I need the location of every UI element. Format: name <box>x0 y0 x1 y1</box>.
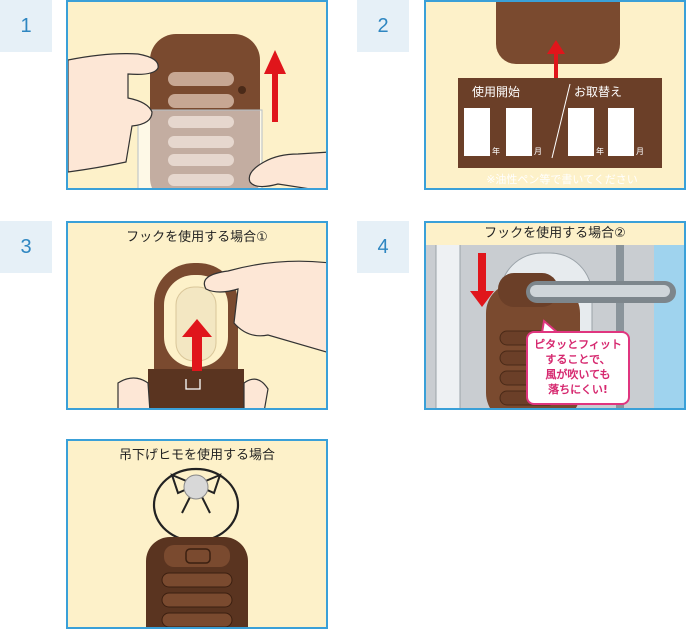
illustration-hanging-string <box>146 467 248 627</box>
marker-note: ※油性ペン等で書いてください <box>486 173 638 186</box>
year-label-1: 年 <box>492 147 500 156</box>
panel-step-1 <box>66 0 328 190</box>
bubble-line-3: 風が吹いても <box>545 368 611 381</box>
speech-bubble: ピタッとフィット することで、 風が吹いても 落ちにくい! <box>526 331 630 405</box>
illustration-hook-extend <box>117 260 326 408</box>
step-number-2: 2 <box>357 0 409 52</box>
illustration-date-label <box>458 2 662 168</box>
label-start-date: 使用開始 <box>472 85 521 99</box>
step-3-title: フックを使用する場合① <box>126 230 268 245</box>
panel-step-4: フックを使用する場合② ピタッとフィット することで、 風が吹いても 落ちにくい… <box>424 221 686 410</box>
step-4-title: フックを使用する場合② <box>426 223 684 245</box>
month-label-2: 月 <box>636 147 644 156</box>
illustration-insert-device <box>68 34 326 188</box>
panel-step-3: フックを使用する場合① <box>66 221 328 410</box>
step-number-1: 1 <box>0 0 52 52</box>
panel-hanging-string: 吊下げヒモを使用する場合 <box>66 439 328 629</box>
panel-step-2: 使用開始 お取替え 年 月 年 月 ※油性ペン等で書いてください <box>424 0 686 190</box>
year-label-2: 年 <box>596 147 604 156</box>
label-change-date: お取替え <box>574 85 623 99</box>
month-label-1: 月 <box>534 147 542 156</box>
bubble-line-2: することで、 <box>545 353 611 366</box>
step-number-4: 4 <box>357 221 409 273</box>
step-number-3: 3 <box>0 221 52 273</box>
bubble-line-4: 落ちにくい! <box>548 383 608 396</box>
bubble-line-1: ピタッとフィット <box>534 338 622 351</box>
hanging-title: 吊下げヒモを使用する場合 <box>118 448 275 463</box>
